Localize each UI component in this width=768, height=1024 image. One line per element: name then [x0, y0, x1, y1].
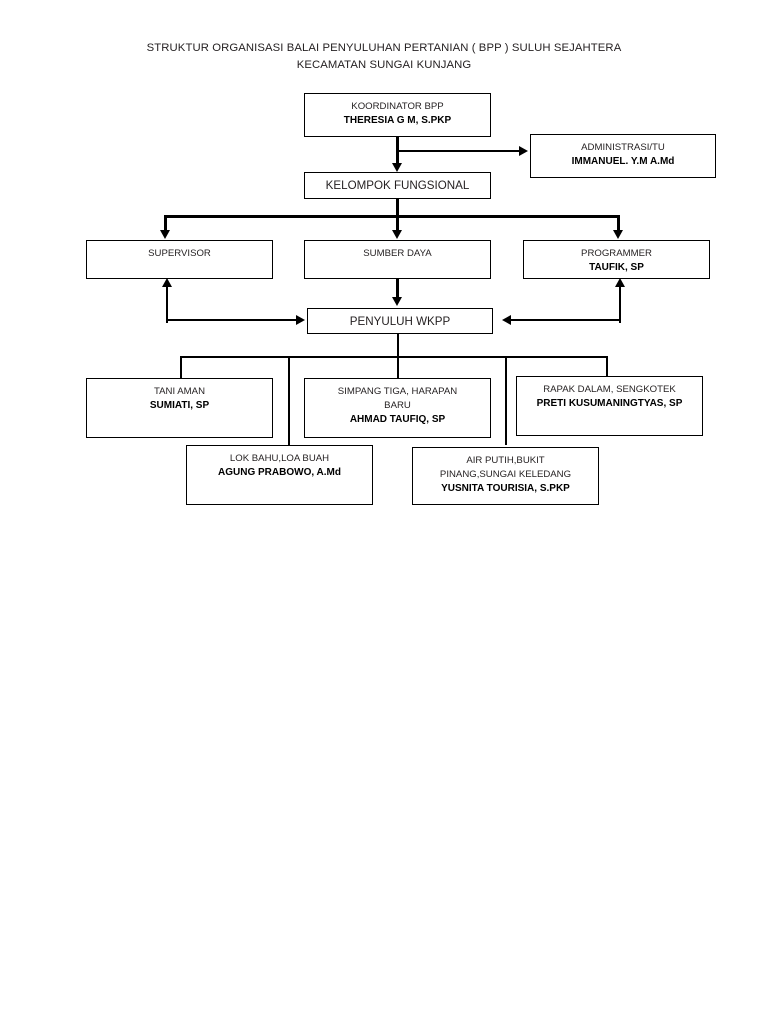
edge-wkpp-drop-rapak-dalam	[606, 356, 608, 378]
arrowhead-koordinator-to-kelompok	[392, 163, 402, 172]
page-title-line-2: KECAMATAN SUNGAI KUNJANG	[296, 59, 472, 71]
node-koordinator-role: KOORDINATOR BPP	[351, 101, 444, 112]
node-rapak-dalam-role: RAPAK DALAM, SENGKOTEK	[543, 384, 676, 395]
node-simpang-tiga-role-line-2: BARU	[384, 400, 411, 411]
arrowhead-to-sumber-daya	[392, 230, 402, 239]
arrowhead-to-supervisor	[160, 230, 170, 239]
edge-wkpp-drop-simpang-tiga	[397, 356, 399, 378]
node-administrasi-person: IMMANUEL. Y.M A.Md	[571, 156, 675, 167]
edge-koordinator-to-administrasi	[398, 150, 520, 152]
node-tani-aman-role: TANI AMAN	[154, 386, 205, 397]
node-lok-bahu-person: AGUNG PRABOWO, A.Md	[218, 467, 341, 478]
node-air-putih-role-line-1: AIR PUTIH,BUKIT	[466, 455, 545, 466]
node-penyuluh-wkpp[interactable]: PENYULUH WKPP	[307, 308, 493, 334]
node-lok-bahu-role: LOK BAHU,LOA BUAH	[229, 453, 330, 464]
edge-left-feedback-horizontal	[166, 319, 297, 321]
node-programmer[interactable]: PROGRAMMER TAUFIK, SP	[523, 240, 710, 279]
node-programmer-person: TAUFIK, SP	[589, 262, 644, 273]
edge-distributor-to-sumber-daya	[396, 215, 399, 232]
edge-kelompok-to-distributor	[396, 199, 399, 217]
arrowhead-sumber-daya-to-penyuluh	[392, 297, 402, 306]
edge-distributor-to-programmer	[617, 215, 620, 232]
edge-koordinator-to-kelompok	[396, 136, 399, 165]
edge-penyuluh-to-supervisor-riser	[166, 285, 168, 323]
node-supervisor-label: SUPERVISOR	[148, 248, 211, 259]
node-air-putih-role-line-2: PINANG,SUNGAI KELEDANG	[439, 469, 572, 480]
page-title-line-1: STRUKTUR ORGANISASI BALAI PENYULUHAN PER…	[146, 42, 622, 54]
node-simpang-tiga-role-line-1: SIMPANG TIGA, HARAPAN	[337, 386, 458, 397]
node-supervisor[interactable]: SUPERVISOR	[86, 240, 273, 279]
node-administrasi-role: ADMINISTRASI/TU	[581, 142, 665, 153]
node-administrasi-tu[interactable]: ADMINISTRASI/TU IMMANUEL. Y.M A.Md	[530, 134, 716, 178]
edge-wkpp-rail-lok-bahu	[288, 356, 290, 445]
node-tani-aman-person: SUMIATI, SP	[149, 400, 210, 411]
edge-wkpp-drop-tani-aman	[180, 356, 182, 378]
node-air-putih-person: YUSNITA TOURISIA, S.PKP	[441, 483, 570, 494]
node-wkpp-tani-aman[interactable]: TANI AMAN SUMIATI, SP	[86, 378, 273, 438]
node-sumber-daya-label: SUMBER DAYA	[363, 248, 432, 259]
edge-penyuluh-to-programmer-riser	[619, 285, 621, 323]
edge-wkpp-rail-air-putih	[505, 356, 507, 445]
node-wkpp-simpang-tiga[interactable]: SIMPANG TIGA, HARAPAN BARU AHMAD TAUFIQ,…	[304, 378, 491, 438]
arrowhead-to-programmer	[613, 230, 623, 239]
arrowhead-penyuluh-to-supervisor	[162, 278, 172, 287]
edge-distributor-to-supervisor	[164, 215, 167, 232]
page-title: STRUKTUR ORGANISASI BALAI PENYULUHAN PER…	[0, 40, 768, 74]
edge-sumber-daya-to-penyuluh	[396, 278, 399, 299]
arrowhead-right-feedback-into-penyuluh	[502, 315, 511, 325]
node-wkpp-air-putih[interactable]: AIR PUTIH,BUKIT PINANG,SUNGAI KELEDANG Y…	[412, 447, 599, 505]
edge-right-feedback-horizontal	[511, 319, 621, 321]
node-rapak-dalam-person: PRETI KUSUMANINGTYAS, SP	[536, 398, 683, 409]
node-wkpp-lok-bahu[interactable]: LOK BAHU,LOA BUAH AGUNG PRABOWO, A.Md	[186, 445, 373, 505]
distributor-bar-level-3	[164, 215, 619, 218]
node-koordinator-bpp[interactable]: KOORDINATOR BPP THERESIA G M, S.PKP	[304, 93, 491, 137]
node-kelompok-fungsional-label: KELOMPOK FUNGSIONAL	[325, 179, 470, 192]
edge-penyuluh-to-wkpp-distributor	[397, 333, 399, 357]
arrowhead-left-feedback-into-penyuluh	[296, 315, 305, 325]
node-programmer-role: PROGRAMMER	[581, 248, 652, 259]
node-sumber-daya[interactable]: SUMBER DAYA	[304, 240, 491, 279]
node-penyuluh-wkpp-label: PENYULUH WKPP	[349, 314, 451, 328]
node-koordinator-person: THERESIA G M, S.PKP	[343, 115, 452, 126]
node-simpang-tiga-person: AHMAD TAUFIQ, SP	[349, 414, 446, 425]
node-wkpp-rapak-dalam[interactable]: RAPAK DALAM, SENGKOTEK PRETI KUSUMANINGT…	[516, 376, 703, 436]
distributor-bar-wkpp-row-1	[180, 356, 608, 358]
arrowhead-koordinator-to-administrasi	[519, 146, 528, 156]
arrowhead-penyuluh-to-programmer	[615, 278, 625, 287]
node-kelompok-fungsional[interactable]: KELOMPOK FUNGSIONAL	[304, 172, 491, 199]
